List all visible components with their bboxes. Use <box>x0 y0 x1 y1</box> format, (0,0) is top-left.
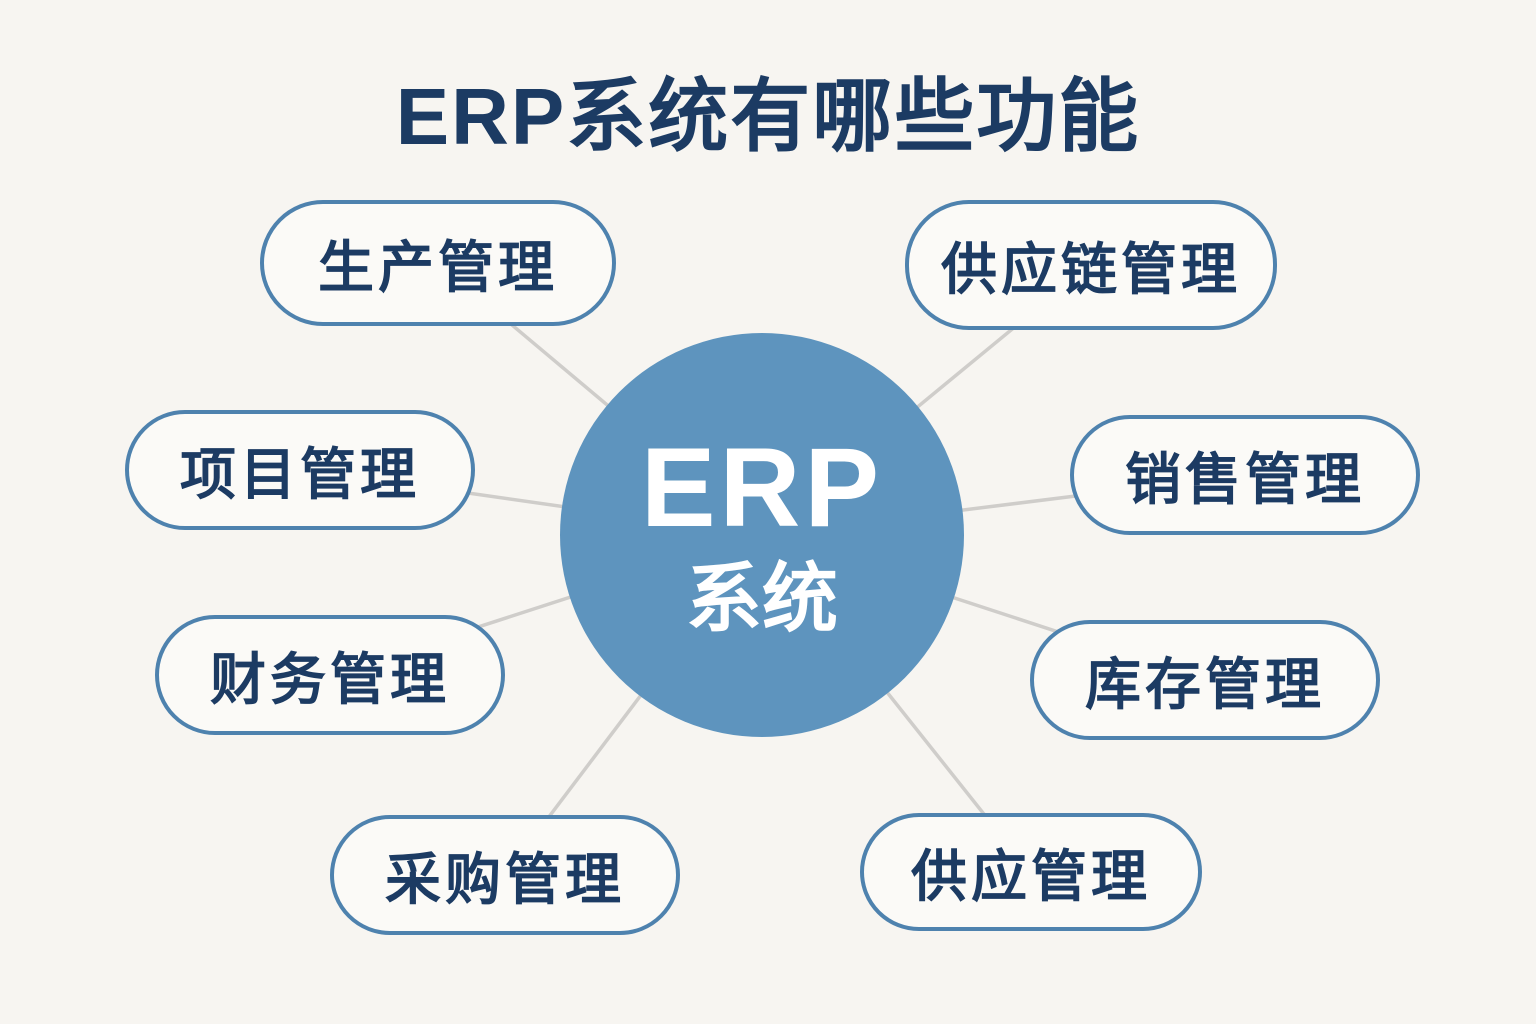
page-title: ERP系统有哪些功能 <box>395 72 1141 161</box>
node-sales-management: 销售管理 <box>1070 415 1420 535</box>
node-finance-management: 财务管理 <box>155 615 505 735</box>
node-supply-chain-management: 供应链管理 <box>905 200 1277 330</box>
node-label: 财务管理 <box>210 647 450 711</box>
node-label: 采购管理 <box>385 847 625 911</box>
node-label: 销售管理 <box>1125 447 1365 511</box>
node-production-management: 生产管理 <box>260 200 616 326</box>
node-label: 供应链管理 <box>941 237 1241 301</box>
center-label-erp: ERP <box>640 425 884 550</box>
node-inventory-management: 库存管理 <box>1030 620 1380 740</box>
node-label: 项目管理 <box>180 442 420 506</box>
node-project-management: 项目管理 <box>125 410 475 530</box>
node-label: 库存管理 <box>1085 652 1325 716</box>
node-label: 供应管理 <box>911 844 1151 908</box>
node-label: 生产管理 <box>318 235 558 299</box>
center-node-erp-system: ERP 系统 <box>560 333 964 737</box>
node-procurement-management: 采购管理 <box>330 815 680 935</box>
node-supply-management: 供应管理 <box>860 813 1202 931</box>
center-label-system: 系统 <box>686 557 838 642</box>
